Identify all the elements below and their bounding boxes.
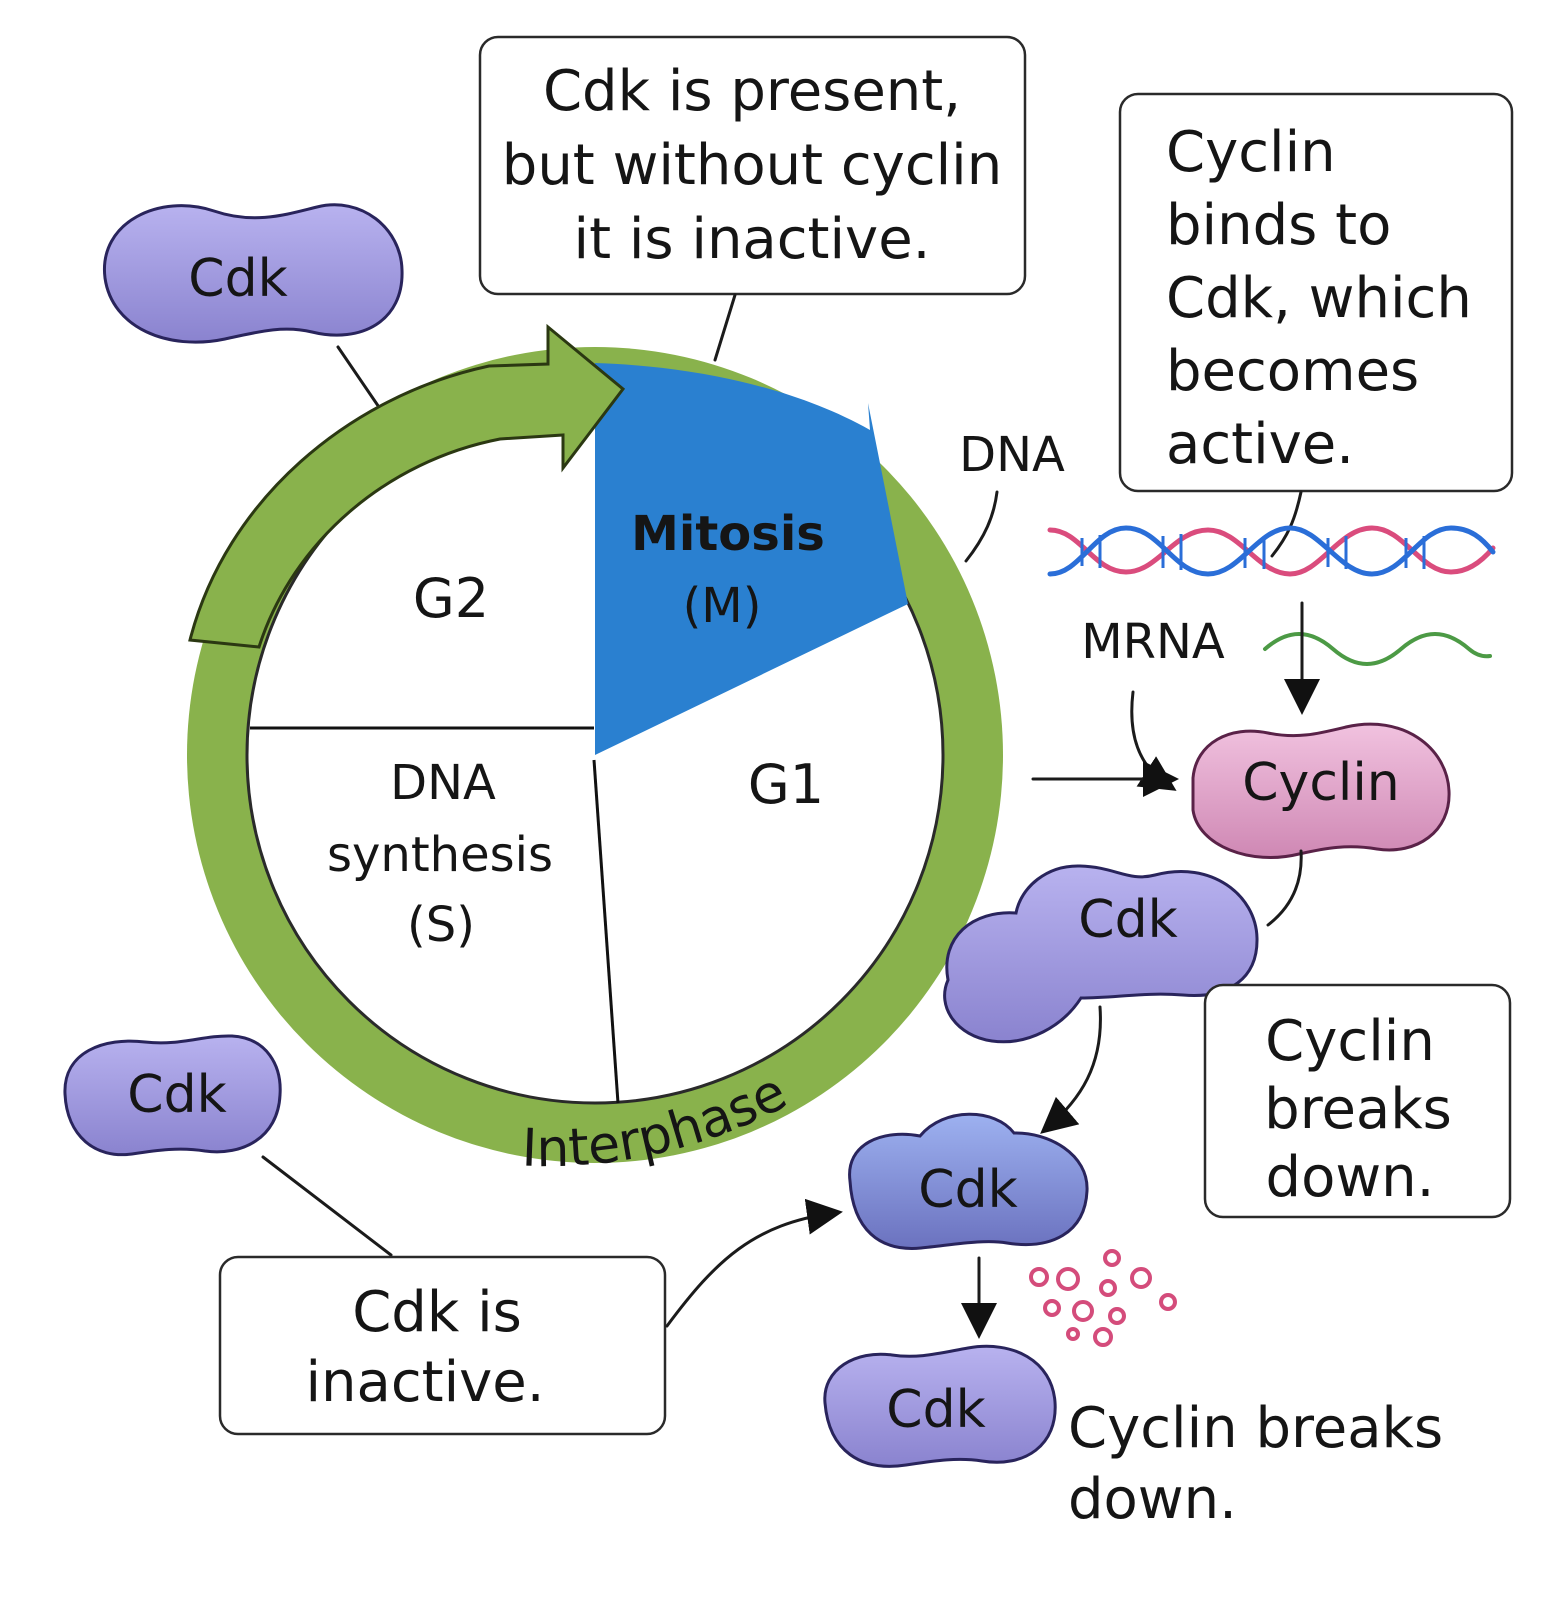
- fragment-7: [1072, 1300, 1094, 1322]
- final-text-line-2: down.: [1068, 1467, 1237, 1532]
- mrna-wave-icon: [1263, 632, 1492, 666]
- phase-s-label-line-1: DNA: [390, 755, 496, 811]
- fragment-9: [1159, 1293, 1177, 1311]
- fragment-1: [1029, 1267, 1049, 1287]
- callout-top-right-pointer: [1270, 490, 1303, 558]
- final-text-line-1: Cyclin breaks: [1068, 1396, 1443, 1461]
- callout-box-bottom-left: [218, 1255, 667, 1436]
- cdk-top-left: [103, 203, 404, 344]
- dna-helix-icon: [1047, 525, 1496, 577]
- fragment-6: [1043, 1299, 1061, 1317]
- fragment-10: [1093, 1327, 1113, 1347]
- callout-top-right-line-5: active.: [1166, 412, 1354, 477]
- cyclin-fragments: [1029, 1249, 1177, 1347]
- callout-top-center-line-1: Cdk is present,: [543, 59, 961, 124]
- dna-helix-strand-blue: [1047, 525, 1496, 577]
- callout-top-center-line-2: but without cyclin: [502, 133, 1002, 198]
- callout-right-middle-line-1: Cyclin: [1265, 1009, 1435, 1074]
- s-g1-divider: [592, 759, 620, 1104]
- fragment-3: [1103, 1249, 1121, 1267]
- callout-top-right-line-3: Cdk, which: [1166, 266, 1472, 331]
- fragment-5: [1099, 1279, 1117, 1297]
- cdk-dark: [848, 1112, 1089, 1250]
- fragment-2: [1056, 1267, 1080, 1291]
- mitosis-wedge: [595, 363, 908, 755]
- callout-bottom-left-line-1: Cdk is: [352, 1280, 522, 1345]
- cdk-top-left-pointer: [336, 345, 387, 418]
- callout-right-middle-line-3: down.: [1266, 1145, 1435, 1210]
- fragment-4: [1130, 1267, 1152, 1289]
- phase-mitosis-label-line-2: (M): [683, 578, 762, 634]
- dna-label-pointer: [964, 490, 999, 563]
- callout-top-right-line-4: becomes: [1166, 339, 1419, 404]
- mrna-to-cyclin-arrow: [1130, 690, 1177, 791]
- cyclin-to-cdk-link: [1266, 849, 1303, 927]
- cyclin-label: Cyclin: [1242, 753, 1400, 813]
- cdk-bottom-left-pointer: [261, 1155, 393, 1257]
- phase-mitosis-label-line-1: Mitosis: [631, 506, 825, 562]
- callout-right-middle-line-2: breaks: [1264, 1077, 1452, 1142]
- cyclin-protein: [1191, 722, 1451, 859]
- mrna-label: MRNA: [1081, 614, 1225, 670]
- dna-helix-strand-red: [1047, 525, 1496, 577]
- callout-top-right-line-2: binds to: [1166, 193, 1391, 258]
- phase-g2-label: G2: [413, 567, 489, 630]
- cdk-top-left-label: Cdk: [188, 249, 287, 309]
- inactive-to-dark-cdk-arrow: [665, 1198, 843, 1328]
- callout-bottom-left-line-2: inactive.: [305, 1350, 544, 1415]
- cdk-final: [823, 1344, 1057, 1468]
- cdk-active-label: Cdk: [1078, 890, 1177, 950]
- cdk-bottom-left: [63, 1034, 282, 1157]
- dna-rungs: [1080, 534, 1426, 570]
- cdk-active-complex: [943, 864, 1259, 1044]
- active-to-dark-cdk-arrow: [1040, 1005, 1102, 1134]
- callout-box-top-right: [1118, 92, 1514, 493]
- callout-top-center-pointer: [713, 293, 737, 362]
- callout-box-right-middle: [1203, 983, 1512, 1219]
- callout-box-top-center: [478, 35, 1027, 296]
- fragment-8: [1108, 1307, 1126, 1325]
- cdk-bottom-left-label: Cdk: [127, 1065, 226, 1125]
- dna-label: DNA: [959, 427, 1065, 483]
- phase-s-label-line-3: (S): [407, 897, 475, 953]
- cdk-dark-label: Cdk: [918, 1160, 1017, 1220]
- phase-s-label-line-2: synthesis: [327, 827, 553, 883]
- cdk-final-label: Cdk: [886, 1380, 985, 1440]
- phase-g1-label: G1: [748, 753, 824, 816]
- callout-top-right-line-1: Cyclin: [1166, 120, 1336, 185]
- fragment-11: [1066, 1327, 1080, 1341]
- g2-arrow: [188, 323, 626, 649]
- callout-top-center-line-3: it is inactive.: [574, 207, 931, 272]
